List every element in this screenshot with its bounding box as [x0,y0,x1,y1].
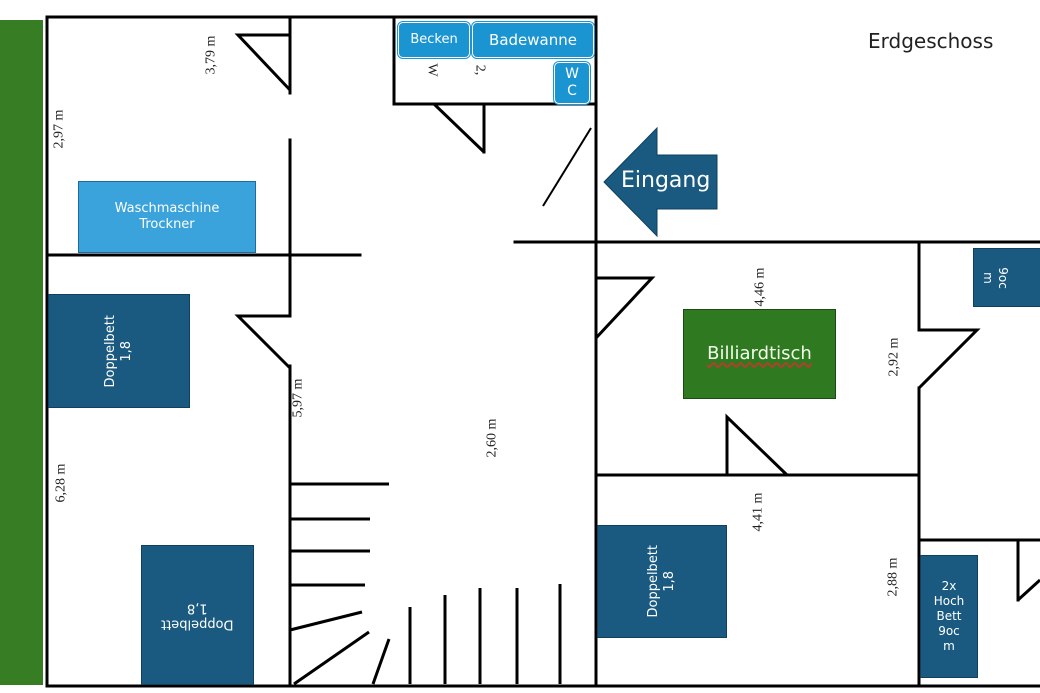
washer-label-2: Trockner [139,217,195,232]
bunk-label-4: 9oc [938,624,960,638]
toilet[interactable]: W C [554,62,590,104]
door-swing-bunk [1016,578,1040,602]
dimension-label: 4,41 m [750,492,766,532]
washer-label-1: Waschmaschine [114,200,220,216]
bunk-bed[interactable]: 2x Hoch Bett 9oc m [920,555,978,678]
partial-bed-label-1: 9oc [995,266,1010,289]
sink-label: Becken [410,31,458,47]
entrance-door-leaf [542,127,592,207]
door-swing-bath [432,102,486,154]
door-swing-billiard [594,276,656,340]
billiard-label: Billiardtisch [707,342,812,364]
dimension-label: 3,79 m [203,35,219,75]
stair-step [293,630,370,686]
bed-label-1: Doppelbett [102,314,118,388]
dimension-label: 5,97 m [290,378,306,418]
toilet-label-2: C [567,83,577,99]
bed-label-1: Doppelbett [645,545,661,618]
door-swing-bedroom-left [234,314,292,370]
bed-label-1: Doppelbett [161,616,234,632]
stair-step [371,638,391,685]
dimension-label: 2,88 m [885,557,901,597]
stair-step [289,610,363,632]
bathtub[interactable]: Badewanne [472,22,594,58]
bed-label-2: 1,8 [119,340,134,362]
toilet-label-1: W [565,65,579,82]
garden-strip [0,20,43,685]
entrance-label: Eingang [621,168,711,193]
dimension-label: 6,28 m [53,463,69,503]
floor-title: Erdgeschoss [868,29,994,53]
bunk-label-1: 2x [941,579,957,593]
sink[interactable]: Becken [398,22,470,58]
partial-bed-label-2: m [980,271,995,284]
bathtub-label: Badewanne [489,30,577,49]
bed-label-2: 1,8 [187,600,208,615]
door-swing-billiard-bottom [725,413,789,477]
washing-machine-dryer[interactable]: Waschmaschine Trockner [78,181,256,253]
bunk-label-5: m [943,639,955,653]
dimension-label: 2,92 m [886,337,902,377]
bunk-bed-partial[interactable]: 9oc m [973,248,1040,307]
door-swing-right [917,328,981,390]
bath-dimension-fragment: W [424,63,440,77]
double-bed-top-left[interactable]: Doppelbett 1,8 [48,294,190,408]
dimension-label: 4,46 m [752,267,768,307]
dimension-label: 2,60 m [484,418,500,458]
bunk-label-3: Bett [936,609,962,623]
bed-label-2: 1,8 [662,571,677,592]
double-bed-right[interactable]: Doppelbett 1,8 [597,525,727,638]
entrance-arrow-icon [603,126,718,238]
billiard-table[interactable]: Billiardtisch [683,309,836,399]
dimension-label: 2,97 m [51,109,67,149]
door-swing-laundry [234,33,292,92]
bath-dimension-fragment: 2, [472,64,488,76]
bunk-label-2: Hoch [933,594,965,608]
double-bed-bottom-left[interactable]: Doppelbett 1,8 [141,545,254,685]
